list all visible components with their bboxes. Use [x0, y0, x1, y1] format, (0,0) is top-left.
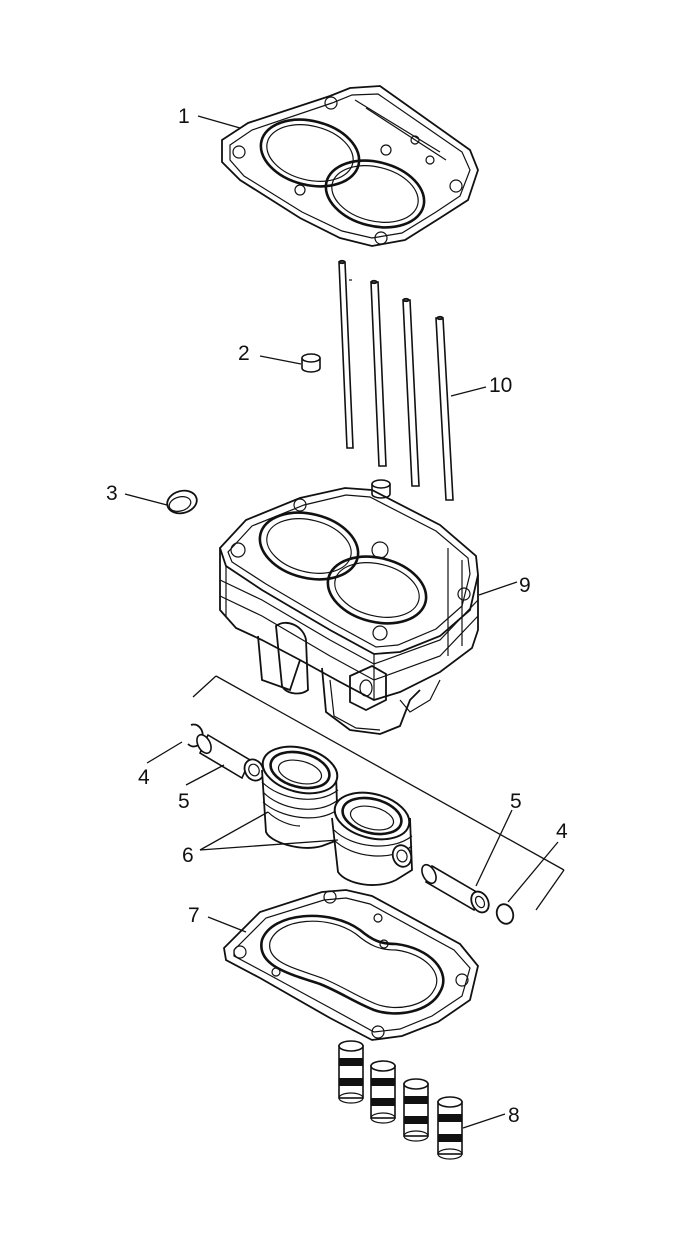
leader-7	[207, 916, 247, 933]
leader-8	[462, 1113, 506, 1129]
leader-4b	[507, 841, 559, 903]
circlip-right	[495, 903, 515, 925]
callout-9: 9	[519, 574, 531, 597]
leader-5b	[475, 809, 513, 887]
leader-2	[259, 355, 302, 365]
callout-10: 10	[489, 374, 512, 397]
needle-bearings	[338, 1040, 463, 1160]
base-gasket	[223, 889, 479, 1041]
group-bracket	[192, 675, 565, 911]
callout-3: 3	[106, 482, 118, 505]
bearing	[338, 1040, 364, 1104]
callout-5b: 5	[510, 790, 522, 813]
plug	[166, 489, 198, 515]
cylinder	[218, 487, 479, 735]
stud	[370, 279, 387, 467]
callout-2: 2	[238, 342, 250, 365]
callout-5a: 5	[178, 790, 190, 813]
bearing	[437, 1096, 463, 1160]
bearing	[403, 1078, 429, 1142]
leader-4a	[146, 741, 183, 764]
callout-4a: 4	[138, 766, 150, 789]
wrist-pin-right	[421, 863, 490, 914]
dowel-pin	[301, 353, 321, 373]
leader-1	[197, 115, 241, 129]
dowel-pin-installed	[371, 479, 391, 499]
leader-9	[478, 581, 518, 596]
stud	[338, 259, 354, 449]
stud	[402, 297, 420, 487]
leader-6	[199, 811, 339, 851]
piston-left	[261, 745, 339, 849]
callout-4b: 4	[556, 820, 568, 843]
head-studs	[338, 259, 454, 501]
stud	[435, 315, 454, 501]
leader-5a	[185, 764, 225, 786]
callout-1: 1	[178, 105, 190, 128]
callout-7: 7	[188, 904, 200, 927]
bearing	[370, 1060, 396, 1124]
wrist-pin-left	[196, 733, 265, 782]
callout-8: 8	[508, 1104, 520, 1127]
leader-10	[450, 386, 487, 397]
callout-6: 6	[182, 844, 194, 867]
leader-3	[124, 493, 168, 506]
piston-right	[331, 791, 413, 886]
head-gasket	[221, 85, 479, 247]
